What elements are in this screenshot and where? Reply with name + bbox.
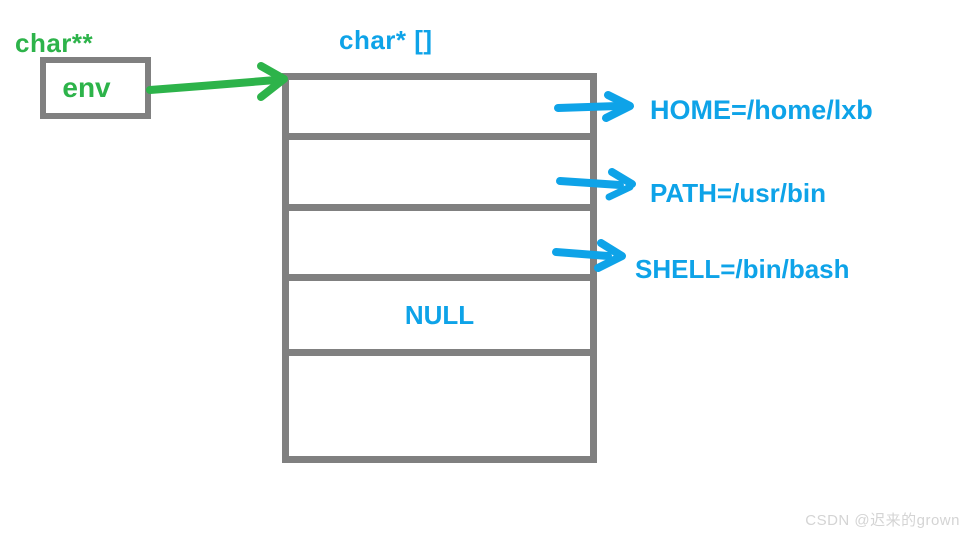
env-variable-label: env <box>62 72 111 103</box>
array-type-label: char* [] <box>339 25 433 55</box>
env-string-shell: SHELL=/bin/bash <box>635 254 850 284</box>
array-cell-4 <box>289 356 590 456</box>
array-cell-null: NULL <box>289 281 590 356</box>
env-string-home: HOME=/home/lxb <box>650 95 873 125</box>
pointer-type-label: char** <box>15 28 94 58</box>
env-variable-box: env <box>40 57 151 119</box>
env-string-path: PATH=/usr/bin <box>650 178 826 208</box>
char-pointer-array: NULL <box>282 73 597 463</box>
array-cell-2 <box>289 211 590 281</box>
array-cell-0 <box>289 80 590 140</box>
env-pointer-arrow <box>146 62 288 101</box>
csdn-watermark: CSDN @迟来的grown <box>805 512 960 529</box>
array-cell-1 <box>289 140 590 211</box>
